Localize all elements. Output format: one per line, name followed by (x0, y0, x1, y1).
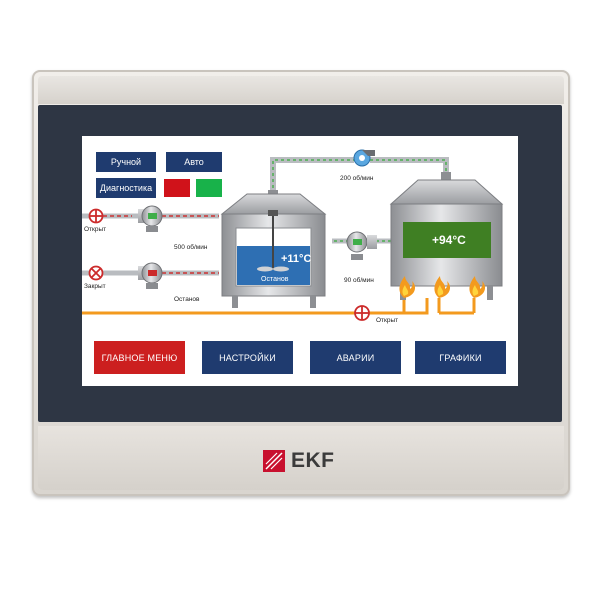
tank-left-temperature: +11°C (281, 253, 312, 265)
main-menu-button[interactable]: ГЛАВНОЕ МЕНЮ (94, 341, 185, 374)
fan-speed: 200 об/мин (340, 175, 374, 182)
alarms-button[interactable]: АВАРИИ (310, 341, 401, 374)
pump-middle-speed: 90 об/мин (344, 277, 374, 284)
brand-name: EKF (291, 449, 335, 472)
pipe-top (270, 157, 449, 194)
valve-main-state: Открыт (376, 317, 399, 324)
valve-main-icon[interactable] (354, 305, 370, 321)
pump-middle-icon[interactable] (346, 231, 377, 260)
status-indicator-green (196, 179, 222, 197)
tank-right-fill (403, 222, 491, 258)
settings-button[interactable]: НАСТРОЙКИ (202, 341, 293, 374)
tank-right[interactable] (389, 172, 504, 300)
valve-top-state: Открыт (84, 226, 107, 233)
tank-left-state: Останов (261, 276, 289, 283)
flame-icon (469, 276, 486, 298)
flame-icon (399, 276, 416, 298)
diagnostics-button[interactable]: Диагностика (96, 178, 156, 198)
process-diagram (82, 149, 504, 321)
pump-bottom-icon[interactable] (138, 262, 163, 289)
valve-top-icon[interactable] (88, 208, 104, 224)
auto-mode-button[interactable]: Авто (166, 152, 222, 172)
tank-left[interactable] (220, 190, 327, 308)
hmi-screen: Ручной Авто Диагностика Открыт 500 об/ми… (82, 136, 518, 386)
brand-logo: EKF (263, 449, 335, 473)
housing-bottom-strip (38, 426, 564, 490)
housing-top-strip (38, 76, 564, 104)
tank-right-temperature: +94°C (432, 233, 466, 247)
valve-bottom-icon[interactable] (88, 265, 104, 281)
manual-mode-button[interactable]: Ручной (96, 152, 156, 172)
pump-top-speed: 500 об/мин (174, 244, 208, 251)
ekf-logo-icon (263, 450, 285, 472)
valve-bottom-state: Закрыт (84, 283, 106, 290)
pipe-heating (82, 298, 476, 315)
status-indicator-red (164, 179, 190, 197)
fan-top[interactable] (353, 149, 375, 167)
pump-top-icon[interactable] (138, 205, 163, 232)
charts-button[interactable]: ГРАФИКИ (415, 341, 506, 374)
flame-icon (434, 276, 451, 298)
pump-bottom-state: Останов (174, 296, 200, 303)
